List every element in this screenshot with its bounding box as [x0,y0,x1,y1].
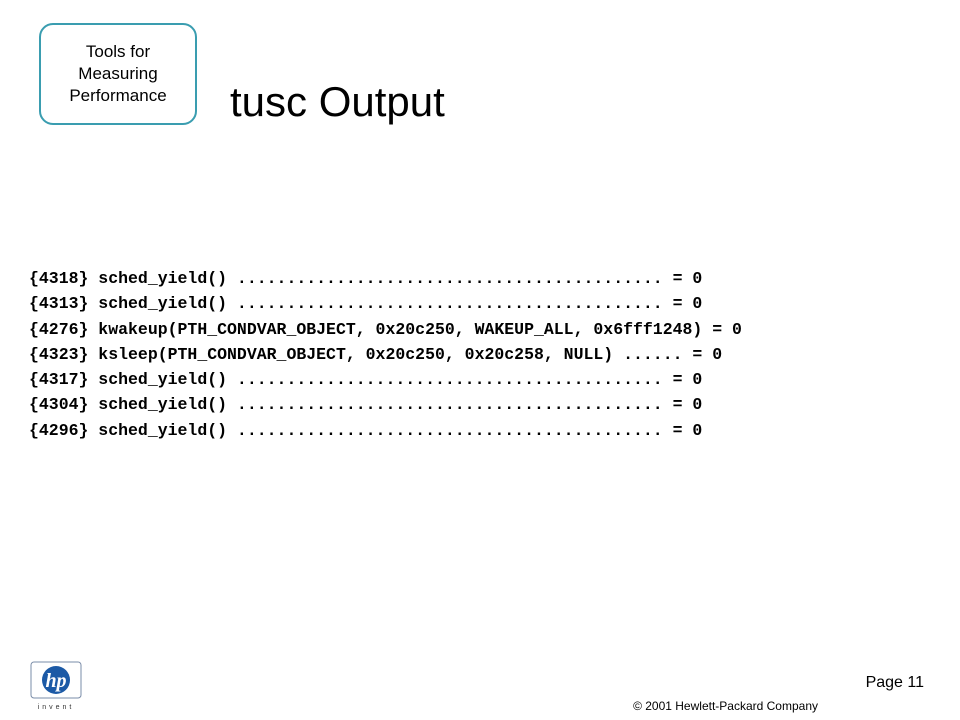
trace-line: {4323} ksleep(PTH_CONDVAR_OBJECT, 0x20c2… [29,344,723,364]
trace-output: {4318} sched_yield() ...................… [29,266,742,443]
page-number: Page 11 [865,674,924,691]
logo-tagline: invent [38,704,75,711]
section-label-box: Tools for Measuring Performance [39,23,197,125]
slide-title: tusc Output [230,78,445,125]
section-label: Tools for Measuring Performance [69,42,167,105]
trace-line: {4304} sched_yield() ...................… [29,395,703,415]
trace-line: {4296} sched_yield() ...................… [29,420,703,440]
trace-line: {4318} sched_yield() ...................… [29,269,703,288]
trace-line: {4317} sched_yield() ...................… [29,370,703,390]
trace-line: {4276} kwakeup(PTH_CONDVAR_OBJECT, 0x20c… [29,319,742,339]
hp-invent-logo: hp invent [30,661,82,711]
logo-text: hp [45,670,66,692]
copyright: © 2001 Hewlett-Packard Company [633,699,818,713]
trace-line: {4313} sched_yield() ...................… [29,294,703,314]
